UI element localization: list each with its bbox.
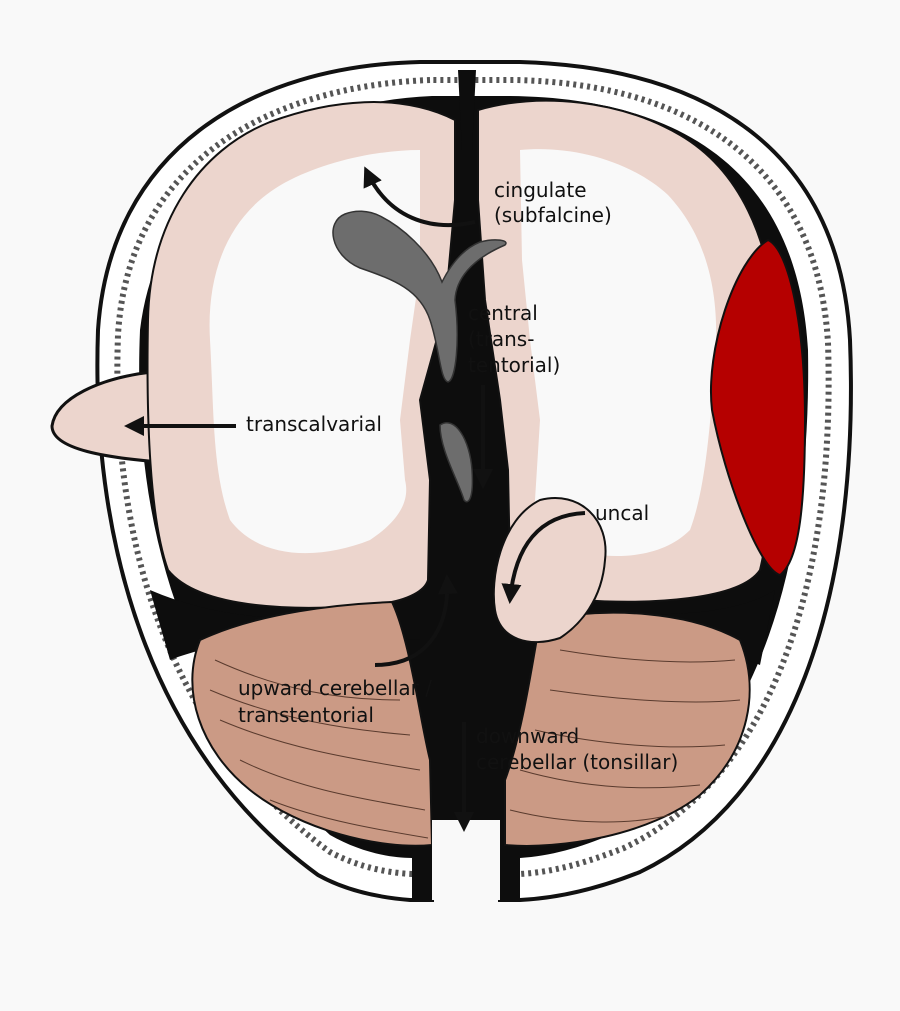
hematoma — [710, 238, 807, 577]
label-uncal: uncal — [595, 501, 649, 525]
label-transcalvarial: transcalvarial — [246, 412, 382, 436]
label-cingulate: cingulate (subfalcine) — [494, 178, 612, 227]
arrow-icon — [501, 511, 586, 604]
uncus — [492, 497, 607, 644]
label-downward: downward cerebellar (tonsillar) — [476, 724, 678, 774]
arrow-icon — [374, 574, 458, 667]
brainstem-canal — [432, 820, 500, 900]
folia-lines — [209, 649, 741, 839]
third-ventricle — [439, 422, 474, 503]
right-white-matter — [520, 149, 717, 556]
skull-diploe — [114, 77, 832, 877]
right-cerebellum — [504, 611, 751, 847]
label-upward: upward cerebellar / transtentorial — [238, 676, 438, 727]
label-central: central (trans- tentorial) — [468, 301, 560, 377]
arrow-icon — [363, 166, 476, 227]
lateral-ventricle — [332, 210, 507, 383]
falx — [458, 70, 476, 150]
transcalvarial-herniation — [50, 370, 164, 464]
